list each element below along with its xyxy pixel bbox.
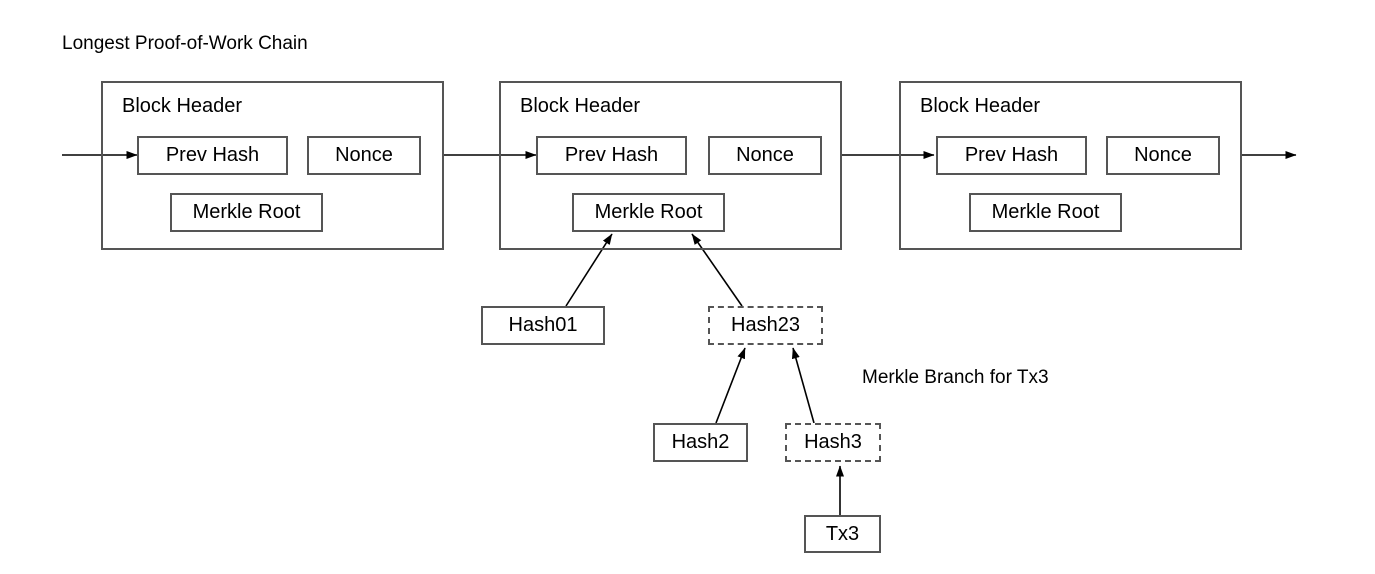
merkle-node-tx3[interactable]: Tx3 bbox=[804, 515, 881, 553]
block-3 bbox=[899, 81, 1242, 250]
block-2-nonce-label: Nonce bbox=[736, 144, 794, 166]
block-3-header-label: Block Header bbox=[920, 95, 1041, 117]
merkle-node-hash01-label: Hash01 bbox=[508, 314, 578, 336]
block-1-merkle-root-label: Merkle Root bbox=[192, 201, 301, 223]
merkle-node-hash3-label: Hash3 bbox=[804, 431, 862, 453]
block-1-header-label: Block Header bbox=[122, 95, 243, 117]
arrow-hash3-to-hash23 bbox=[791, 347, 815, 424]
block-2 bbox=[499, 81, 842, 250]
block-3-nonce-label: Nonce bbox=[1134, 144, 1192, 166]
block-1-nonce-box[interactable]: Nonce bbox=[307, 136, 421, 175]
block-2-merkle-root-box[interactable]: Merkle Root bbox=[572, 193, 725, 232]
block-3-prev-hash-label: Prev Hash bbox=[964, 144, 1059, 166]
block-2-merkle-root-label: Merkle Root bbox=[594, 201, 703, 223]
block-3-merkle-root-box[interactable]: Merkle Root bbox=[969, 193, 1122, 232]
block-1-prev-hash-box[interactable]: Prev Hash bbox=[137, 136, 288, 175]
block-1-prev-hash-label: Prev Hash bbox=[165, 144, 260, 166]
page-title: Longest Proof-of-Work Chain bbox=[62, 33, 308, 54]
block-2-prev-hash-label: Prev Hash bbox=[564, 144, 659, 166]
block-2-header-label: Block Header bbox=[520, 95, 641, 117]
block-2-prev-hash-box[interactable]: Prev Hash bbox=[536, 136, 687, 175]
merkle-node-hash3[interactable]: Hash3 bbox=[785, 423, 881, 462]
block-3-prev-hash-box[interactable]: Prev Hash bbox=[936, 136, 1087, 175]
merkle-node-hash23-label: Hash23 bbox=[731, 314, 800, 336]
block-2-nonce-box[interactable]: Nonce bbox=[708, 136, 822, 175]
merkle-node-hash23[interactable]: Hash23 bbox=[708, 306, 823, 345]
merkle-branch-annotation: Merkle Branch for Tx3 bbox=[862, 367, 1049, 388]
block-3-nonce-box[interactable]: Nonce bbox=[1106, 136, 1220, 175]
merkle-node-hash01[interactable]: Hash01 bbox=[481, 306, 605, 345]
block-1 bbox=[101, 81, 444, 250]
block-1-nonce-label: Nonce bbox=[335, 144, 393, 166]
merkle-node-hash2-label: Hash2 bbox=[671, 431, 730, 453]
block-3-merkle-root-label: Merkle Root bbox=[991, 201, 1100, 223]
merkle-node-tx3-label: Tx3 bbox=[825, 522, 860, 545]
arrow-hash2-to-hash23 bbox=[715, 347, 746, 424]
merkle-node-hash2[interactable]: Hash2 bbox=[653, 423, 748, 462]
block-1-merkle-root-box[interactable]: Merkle Root bbox=[170, 193, 323, 232]
